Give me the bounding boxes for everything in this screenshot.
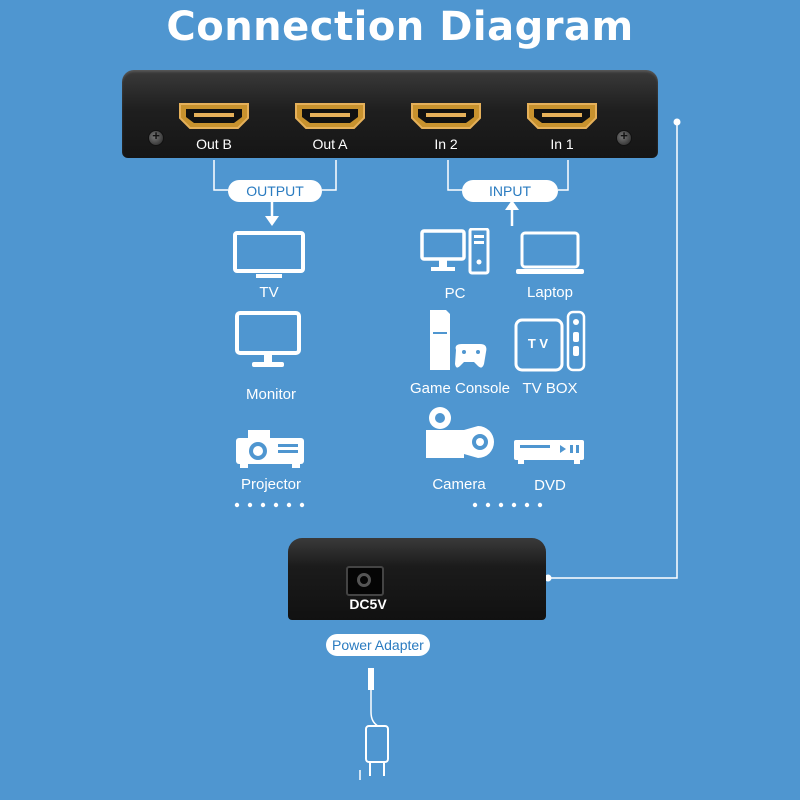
tv-box-screen-text: T V [527,336,549,351]
monitor-icon [235,311,301,367]
port-label-in-2: In 2 [434,136,458,152]
output-label-tv: TV [259,284,279,301]
input-label-game-console: Game Console [409,380,511,397]
camera-icon [426,407,494,458]
hdmi-switch-device: Out B Out A In 2 In 1 [122,70,658,158]
power-adapter-pill: Power Adapter [326,634,430,656]
port-label-in-1: In 1 [550,136,574,152]
output-label-projector: Projector [240,476,302,493]
input-label-laptop: Laptop [527,284,573,301]
input-label-dvd: DVD [534,477,566,494]
hdmi-port-out-b [179,103,249,129]
hdmi-port-in-2 [411,103,481,129]
port-label-out-b: Out B [196,136,232,152]
hdmi-port-out-a [295,103,365,129]
diagram-title: Connection Diagram [166,4,634,50]
input-label-pc: PC [444,285,466,302]
device-power-side: DC5V [288,538,546,620]
laptop-icon [516,231,584,274]
input-label-camera: Camera [432,476,486,493]
pc-icon [420,228,490,275]
tv-icon [233,231,305,278]
dc-label: DC5V [349,596,387,612]
screw-right [616,128,632,146]
dc-jack [346,566,384,596]
hdmi-port-in-1 [527,103,597,129]
game-console-icon [430,310,487,370]
screw-left [148,128,164,146]
dvd-icon [514,440,584,464]
output-label-monitor: Monitor [245,386,297,403]
input-pill: INPUT [462,180,558,202]
projector-icon [236,430,304,468]
input-label-tv-box: TV BOX [522,380,578,397]
port-label-out-a: Out A [312,136,348,152]
tv-box-icon [514,310,586,372]
output-pill: OUTPUT [228,180,322,202]
